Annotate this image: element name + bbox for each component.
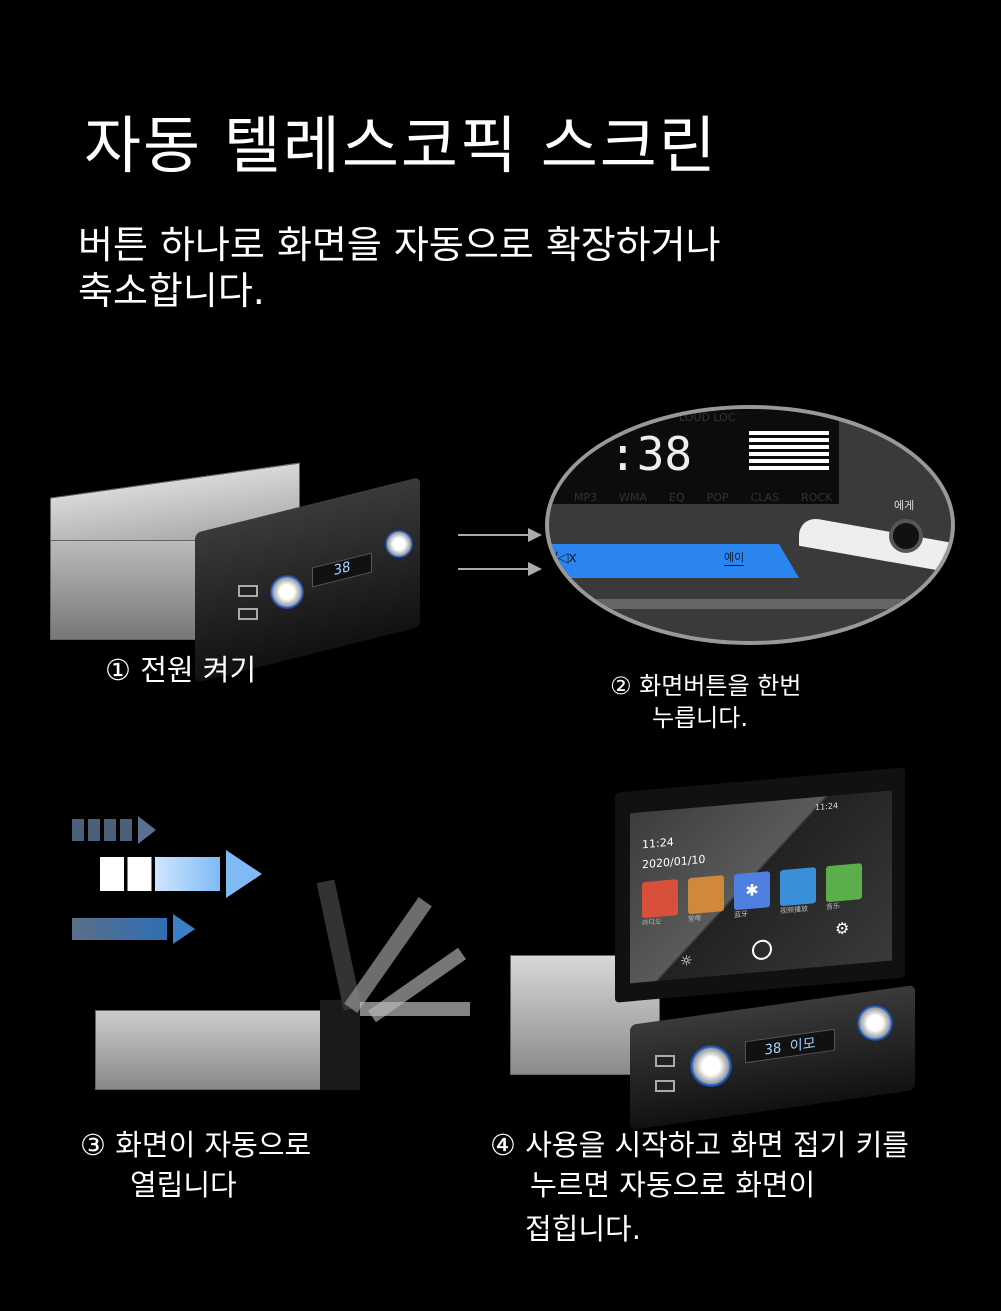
app-label: 항해 xyxy=(688,914,701,924)
stereo-open-image: 11:24 11:24 2020/01/10 라디오 항해 ✱蓝牙 视频播放 音… xyxy=(505,767,915,1131)
step-3-label: ③ 화면이 자동으로 열립니다 xyxy=(80,1125,311,1205)
motion-arrow-icon xyxy=(72,816,156,844)
app-music[interactable]: 音乐 xyxy=(826,863,862,912)
equalizer-icon xyxy=(749,431,829,473)
stereo-closed-image: 38 xyxy=(50,460,420,690)
subtitle-line: 버튼 하나로 화면을 자동으로 확장하거나 xyxy=(78,223,721,267)
subtitle: 버튼 하나로 화면을 자동으로 확장하거나 축소합니다. xyxy=(78,222,721,314)
app-navigation[interactable]: 항해 xyxy=(688,875,724,924)
app-radio[interactable]: 라디오 xyxy=(642,879,678,928)
arrow-icon xyxy=(458,528,542,542)
arrow-icon xyxy=(458,562,542,576)
app-bluetooth[interactable]: ✱蓝牙 xyxy=(734,871,770,920)
mode-label: MP3 xyxy=(574,491,598,504)
mute-icon: /◁x xyxy=(553,550,577,566)
settings-icon[interactable]: ⚙ xyxy=(835,918,850,939)
step-3-line: ③ 화면이 자동으로 xyxy=(80,1128,312,1162)
mode-label: CLAS xyxy=(750,491,780,504)
app-label: 音乐 xyxy=(826,902,840,912)
clock-time: 11:24 xyxy=(642,835,674,852)
app-drawer-icon[interactable] xyxy=(752,938,772,961)
motion-arrow-icon xyxy=(72,914,195,944)
subtitle-line: 축소합니다. xyxy=(78,269,265,313)
step-4-line: ④ 사용을 시작하고 화면 접기 키를 xyxy=(490,1128,909,1162)
jack-label: 에게 xyxy=(894,499,915,512)
status-time: 11:24 xyxy=(815,801,839,813)
mode-label: ROCK xyxy=(801,491,833,504)
page-title: 자동 텔레스코픽 스크린 xyxy=(84,109,718,182)
app-video[interactable]: 视频播放 xyxy=(780,867,816,916)
app-label: 蓝牙 xyxy=(734,910,748,920)
step-1-label: ① 전원 켜기 xyxy=(105,653,257,687)
step-2-line: ② 화면버튼을 한번 xyxy=(610,672,802,700)
motion-arrow-icon xyxy=(100,850,262,898)
screen-button[interactable] xyxy=(549,544,799,578)
step-3-line: 열립니다 xyxy=(130,1168,237,1202)
step-2-label: ② 화면버튼을 한번 누릅니다. xyxy=(610,670,801,734)
clock-date: 2020/01/10 xyxy=(642,852,706,872)
lcd-top-labels: LOUD LOC xyxy=(679,411,736,424)
app-label: 라디오 xyxy=(642,917,662,928)
app-label: 视频播放 xyxy=(780,904,808,916)
mode-label: WMA xyxy=(619,491,648,504)
stereo-side-opening-image xyxy=(90,870,480,1090)
mode-label: POP xyxy=(706,491,729,504)
step-2-line: 누릅니다. xyxy=(652,704,748,732)
brightness-icon[interactable]: ☼ xyxy=(680,952,693,970)
step-4-label: ④ 사용을 시작하고 화면 접기 키를 누르면 자동으로 화면이 접힙니다. xyxy=(490,1125,909,1249)
audio-jack-icon xyxy=(889,519,923,553)
screen-button-label: 예이 xyxy=(724,551,745,566)
step-4-line: 접힙니다. xyxy=(525,1212,641,1246)
mode-label: EQ xyxy=(669,491,685,504)
button-closeup: :38 LOUD LOC MP3 WMA EQ POP CLAS ROCK /◁… xyxy=(545,405,955,645)
touch-screen[interactable]: 11:24 11:24 2020/01/10 라디오 항해 ✱蓝牙 视频播放 音… xyxy=(615,767,905,1003)
step-4-line: 누르면 자동으로 화면이 xyxy=(530,1168,816,1202)
